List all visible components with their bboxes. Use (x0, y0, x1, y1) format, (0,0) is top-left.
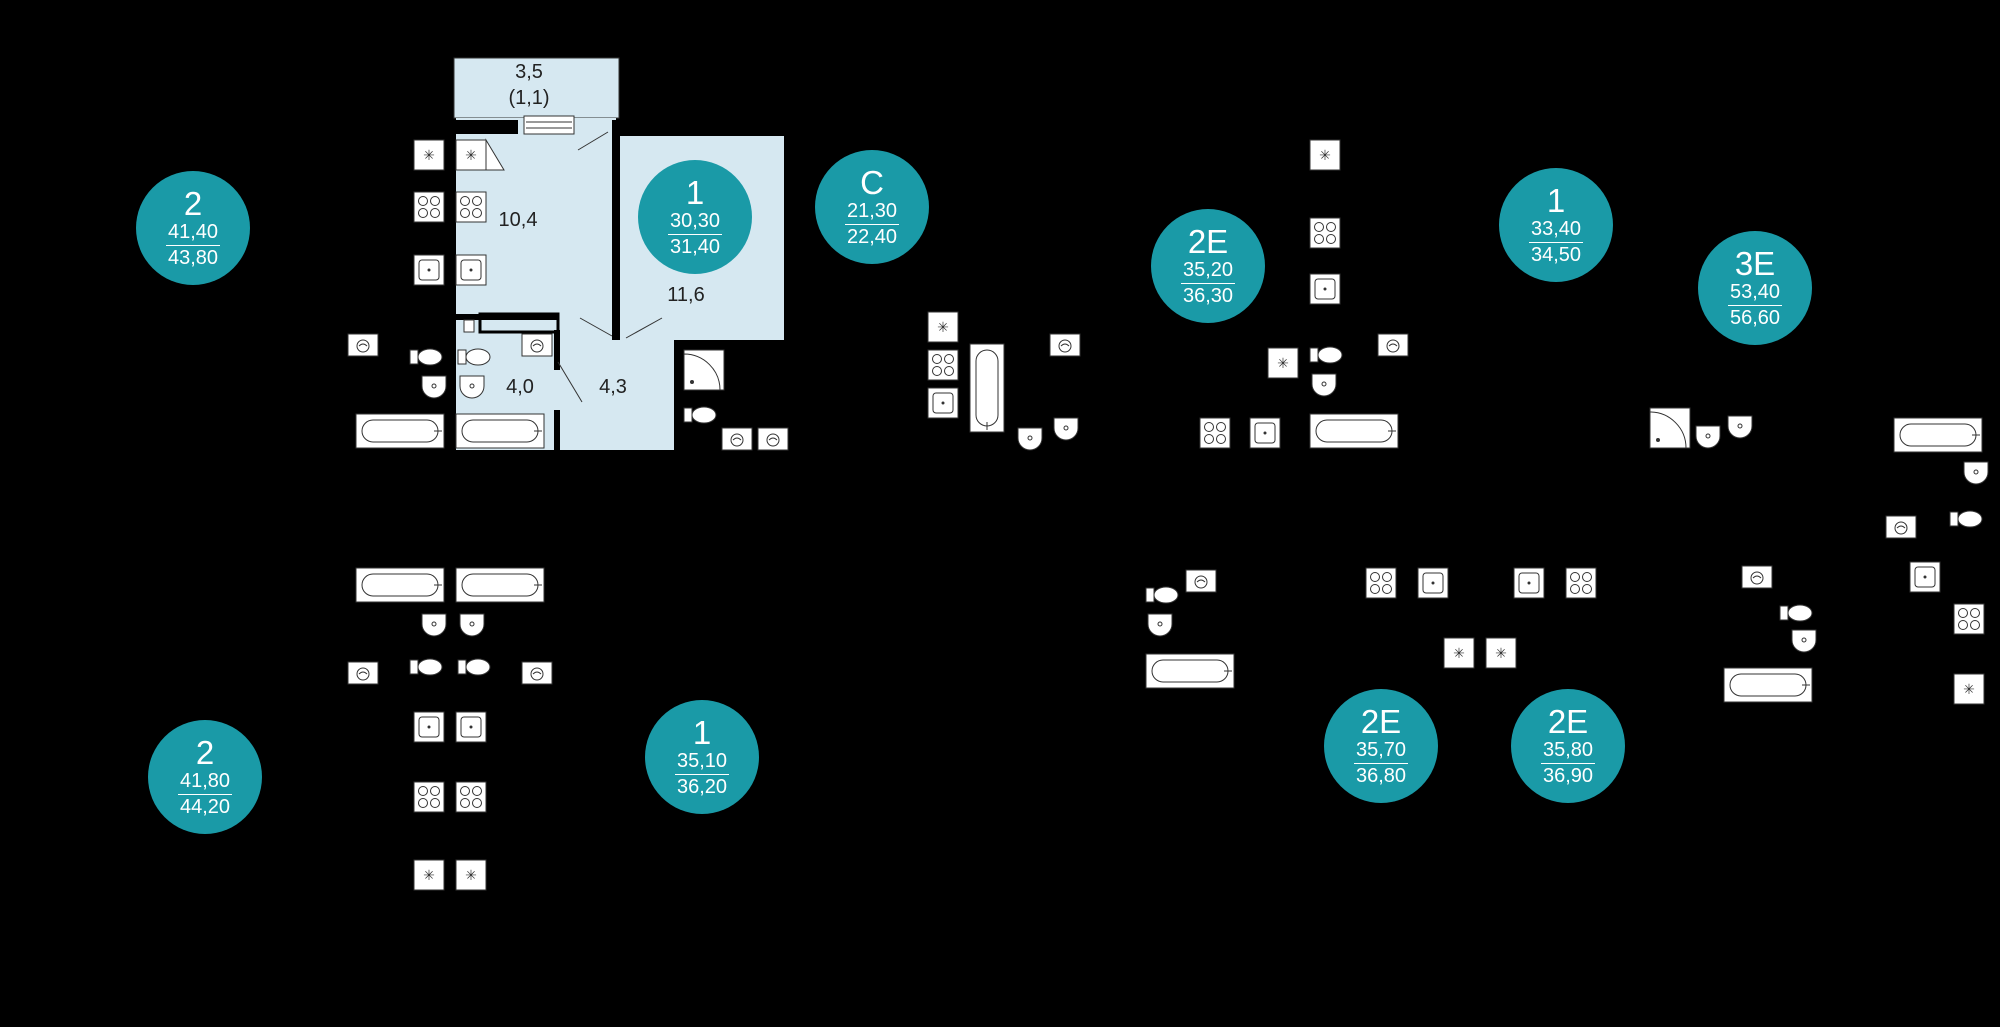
apartment-type: 1 (685, 173, 705, 211)
room-label-kitchen: 10,4 (498, 209, 538, 231)
apartment-badge-2e-35-70[interactable]: 2E 35,70 36,80 (1324, 689, 1438, 803)
apartment-total-area: 22,40 (846, 225, 898, 248)
wall-balcony (456, 120, 518, 134)
apartment-living-area: 35,10 (674, 750, 730, 775)
apartment-badge-1-30-30[interactable]: 1 30,30 31,40 (638, 160, 752, 274)
apartment-living-area: 33,40 (1528, 218, 1584, 243)
apartment-living-area: 53,40 (1727, 281, 1783, 306)
apartment-type: 2E (1360, 702, 1402, 740)
room-label-hall: 4,3 (599, 376, 627, 398)
apartment-total-area: 34,50 (1530, 243, 1582, 266)
apartment-total-area: 43,80 (167, 246, 219, 269)
room-label-living: 11,6 (667, 284, 705, 306)
apartment-type: 2E (1547, 702, 1589, 740)
room-label-balcony: 3,5 (1,1) (508, 59, 549, 111)
apartment-type: 2 (195, 733, 215, 771)
apartment-badge-2e-35-20[interactable]: 2E 35,20 36,30 (1151, 209, 1265, 323)
apartment-total-area: 36,80 (1355, 764, 1407, 787)
apartment-living-area: 41,40 (165, 221, 221, 246)
apartment-badge-1-35-10[interactable]: 1 35,10 36,20 (645, 700, 759, 814)
room-label-bathroom: 4,0 (506, 376, 534, 398)
apartment-total-area: 36,20 (676, 775, 728, 798)
apartment-badge-2-41-40[interactable]: 2 41,40 43,80 (136, 171, 250, 285)
apartment-living-area: 35,70 (1353, 739, 1409, 764)
apartment-total-area: 56,60 (1729, 306, 1781, 329)
apartment-total-area: 31,40 (669, 235, 721, 258)
balcony-area (453, 57, 620, 119)
apartment-living-area: 30,30 (667, 210, 723, 235)
balcony-rail (523, 115, 575, 135)
apartment-type: 1 (692, 713, 712, 751)
wall-bath-vertical (554, 330, 560, 370)
apartment-living-area: 41,80 (177, 770, 233, 795)
apartment-total-area: 44,20 (179, 795, 231, 818)
balcony-reduced-value: (1,1) (508, 87, 550, 109)
apartment-type: 2 (183, 184, 203, 222)
fixtures-bottom-middle (1145, 567, 1597, 689)
balcony-area-value: 3,5 (515, 61, 543, 83)
apartment-total-area: 36,30 (1182, 284, 1234, 307)
apartment-badge-c-21-30[interactable]: C 21,30 22,40 (815, 150, 929, 264)
apartment-badge-3e-53-40[interactable]: 3E 53,40 56,60 (1698, 231, 1812, 345)
apartment-badge-2e-35-80[interactable]: 2E 35,80 36,90 (1511, 689, 1625, 803)
apartment-living-area: 35,20 (1180, 259, 1236, 284)
wall-bath (456, 314, 558, 320)
apartment-badge-1-33-40[interactable]: 1 33,40 34,50 (1499, 168, 1613, 282)
apartment-living-area: 35,80 (1540, 739, 1596, 764)
apartment-type: 2E (1187, 222, 1229, 260)
apartment-type: 1 (1546, 181, 1566, 219)
apartment-badge-2-41-80[interactable]: 2 41,80 44,20 (148, 720, 262, 834)
fixtures-bottom-left (347, 567, 553, 891)
apartment-type: 3E (1734, 244, 1776, 282)
apartment-total-area: 36,90 (1542, 764, 1594, 787)
apartment-type: C (860, 163, 884, 201)
apartment-living-area: 21,30 (844, 200, 900, 225)
wall-hall (554, 410, 560, 450)
